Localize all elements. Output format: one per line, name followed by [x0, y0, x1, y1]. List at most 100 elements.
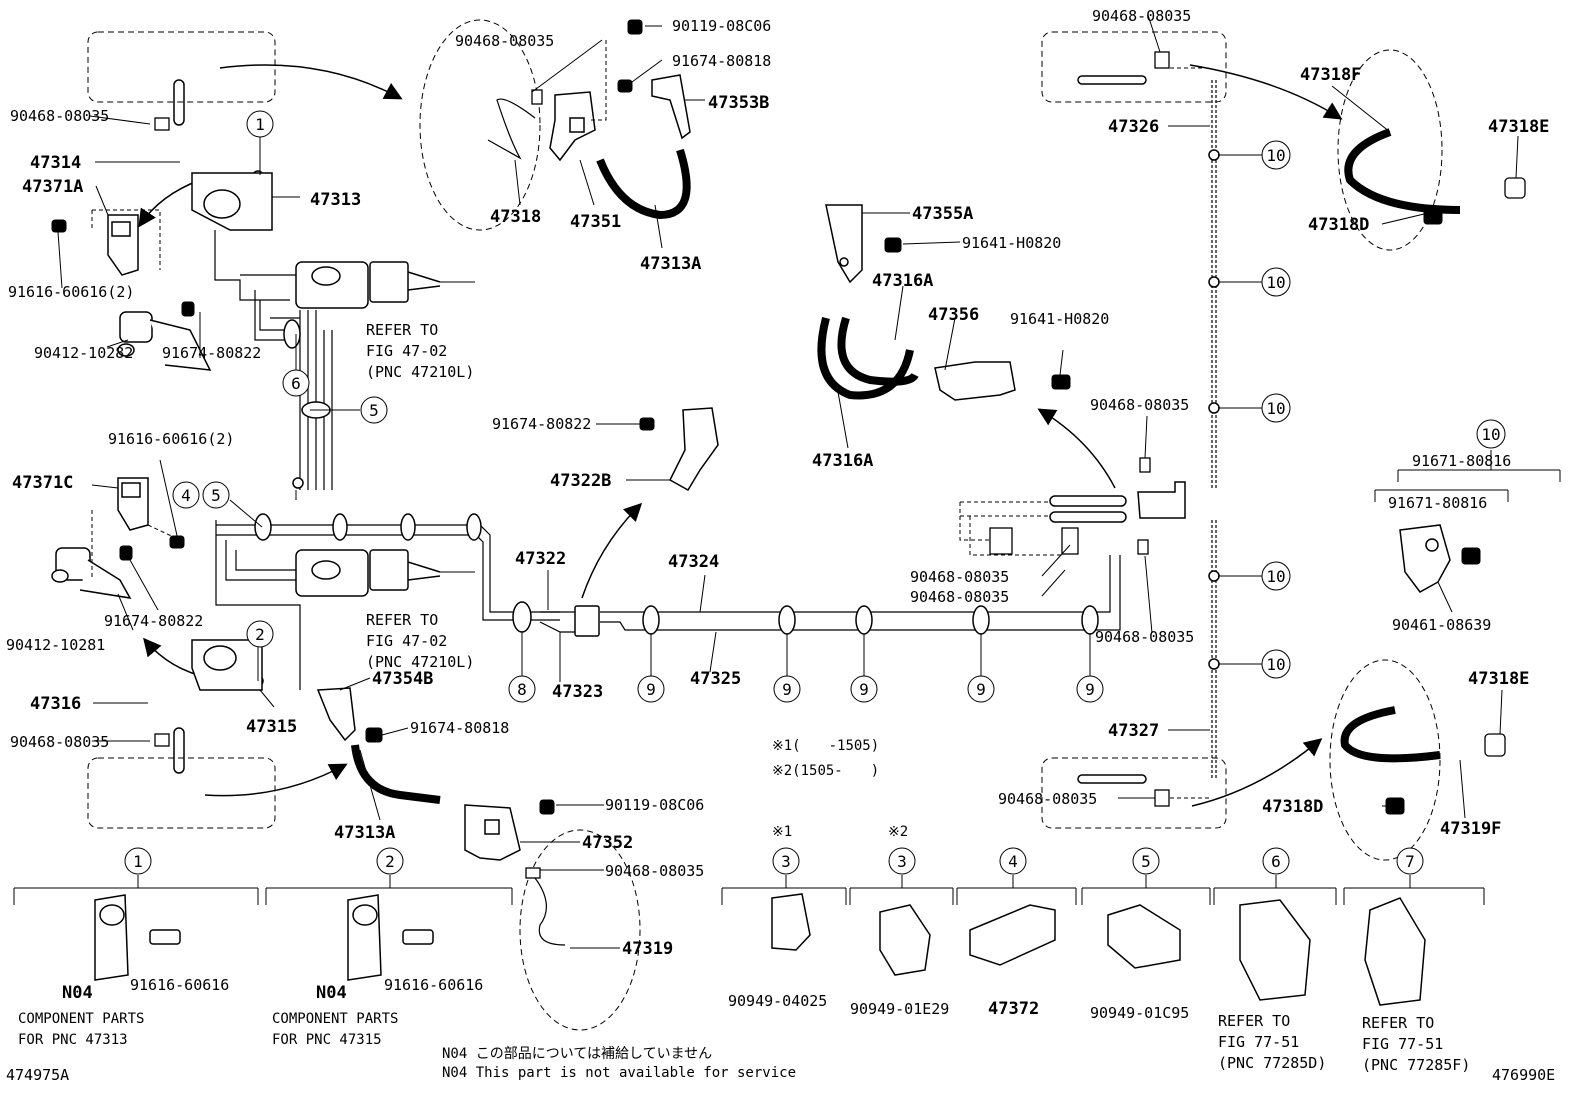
svg-text:1: 1	[255, 115, 265, 134]
label-refer-d2: FIG 77-51	[1362, 1035, 1443, 1053]
legend-bracket-5	[1081, 875, 1211, 905]
label-refer-a3: (PNC 47210L)	[366, 363, 474, 381]
clip-9-b	[778, 605, 796, 635]
detail-ellipse-47318F	[1337, 49, 1443, 251]
callout-10-c: 10	[1261, 393, 1291, 423]
label-90412-10282: 90412-10282	[34, 344, 133, 362]
label-n04-a: N04	[62, 983, 93, 1003]
label-91616-d: 91616-60616	[384, 976, 483, 994]
label-91671-a: 91671-80816	[1412, 452, 1511, 470]
label-47371A: 47371A	[22, 177, 83, 197]
brake-line-47323	[539, 621, 575, 633]
label-47324: 47324	[668, 552, 719, 572]
bolt-icon-91674-80818-bottom	[365, 727, 383, 743]
label-47318D-a: 47318D	[1308, 215, 1369, 235]
label-91641-b: 91641-H0820	[1010, 310, 1109, 328]
detail-box-top-right	[1041, 31, 1227, 103]
svg-text:3: 3	[897, 852, 907, 871]
label-91616-2-a: 91616-60616(2)	[8, 283, 134, 301]
clip-icon-90468-h	[1061, 527, 1079, 555]
bracket-47353B	[651, 74, 691, 140]
leader-dash-e	[1170, 67, 1210, 799]
hose-47318F	[1344, 128, 1461, 214]
legend-bracket-4	[956, 875, 1077, 905]
connector-47322	[574, 605, 600, 637]
bracket-47326	[1137, 481, 1186, 519]
clip-icon-90468-d	[525, 867, 541, 879]
label-47318E-a: 47318E	[1488, 117, 1549, 137]
component-note-b1: COMPONENT PARTS	[272, 1011, 398, 1027]
clip-9-d	[972, 605, 990, 635]
valve-90412-10281	[51, 547, 132, 599]
clip-icon-90468-a	[531, 89, 543, 105]
svg-text:2: 2	[255, 625, 265, 644]
legend-part-90949-04025	[771, 893, 811, 951]
clip-icon-47318E-b	[1484, 733, 1506, 757]
label-47319: 47319	[622, 939, 673, 959]
label-91674-80822-c: 91674-80822	[104, 612, 203, 630]
callout-9-e: 9	[1076, 675, 1104, 703]
label-90119-a: 90119-08C06	[672, 17, 771, 35]
callout-9-b: 9	[773, 675, 801, 703]
svg-text:3: 3	[781, 852, 791, 871]
bolt-icon-91674-80822-c	[119, 545, 133, 561]
svg-text:9: 9	[646, 680, 656, 699]
clip-9-a	[642, 605, 660, 635]
figure-id-right: 476990E	[1492, 1066, 1555, 1084]
label-47371C: 47371C	[12, 473, 73, 493]
hose-47319F	[1340, 706, 1441, 763]
legend-bracket-6	[1213, 875, 1337, 905]
clip-10-c	[1208, 402, 1220, 414]
bar-part-bottom-left	[173, 727, 185, 774]
legend-bracket-3b	[849, 875, 954, 905]
svg-text:10: 10	[1266, 273, 1285, 292]
sensor-wire-47319	[534, 877, 566, 946]
bracket-90461-08639	[1399, 524, 1451, 593]
label-47354B: 47354B	[372, 669, 433, 689]
clip-10-e	[1208, 658, 1220, 670]
clip-main-3	[466, 513, 482, 541]
label-47323: 47323	[552, 682, 603, 702]
label-47316: 47316	[30, 694, 81, 714]
detail-box-bottom-left	[87, 757, 276, 829]
callout-10-a: 10	[1261, 140, 1291, 170]
label-47318D-b: 47318D	[1262, 797, 1323, 817]
bolt-icon-91616-2-a	[51, 219, 67, 233]
callout-9-c: 9	[850, 675, 878, 703]
bracket-47351	[549, 91, 596, 162]
legend-callout-3b: 3	[888, 847, 916, 875]
legend-callout-7: 7	[1396, 847, 1424, 875]
svg-text:4: 4	[1008, 852, 1018, 871]
label-91674-80818-a: 91674-80818	[672, 52, 771, 70]
label-90461: 90461-08639	[1392, 616, 1491, 634]
bracket-47322B	[669, 407, 719, 492]
bracket-47354B	[316, 687, 356, 742]
label-refer-b3: (PNC 47210L)	[366, 653, 474, 671]
label-refer-b1: REFER TO	[366, 611, 438, 629]
label-90468-i: 90468-08035	[998, 790, 1097, 808]
label-90468-f: 90468-08035	[910, 568, 1009, 586]
legend-part-90949-01C95	[1107, 904, 1181, 969]
bar-part-top-right	[1077, 75, 1147, 85]
bracket-47371C	[117, 477, 149, 531]
svg-text:6: 6	[1271, 852, 1281, 871]
brake-line-47324	[600, 555, 1111, 613]
svg-text:5: 5	[369, 401, 379, 420]
clip-icon-90468-f	[1137, 539, 1149, 555]
label-91674-80822-b: 91674-80822	[492, 415, 591, 433]
bar-part-top-left	[173, 79, 185, 126]
label-47318: 47318	[490, 207, 541, 227]
callout-5-b: 5	[202, 481, 230, 509]
component-note-a2: FOR PNC 47313	[18, 1032, 128, 1048]
callout-10-d: 10	[1261, 561, 1291, 591]
brake-line-47327	[1211, 520, 1217, 780]
bolt-icon-47318D-a	[1423, 207, 1443, 225]
legend-bracket-1	[13, 875, 259, 905]
component-note-b2: FOR PNC 47315	[272, 1032, 382, 1048]
bracket-47356	[934, 361, 1016, 401]
bracket-47315	[191, 639, 263, 691]
svg-text:9: 9	[782, 680, 792, 699]
label-47352: 47352	[582, 833, 633, 853]
label-91616-2-b: 91616-60616(2)	[108, 430, 234, 448]
bar-part-mid-a	[1049, 495, 1127, 507]
